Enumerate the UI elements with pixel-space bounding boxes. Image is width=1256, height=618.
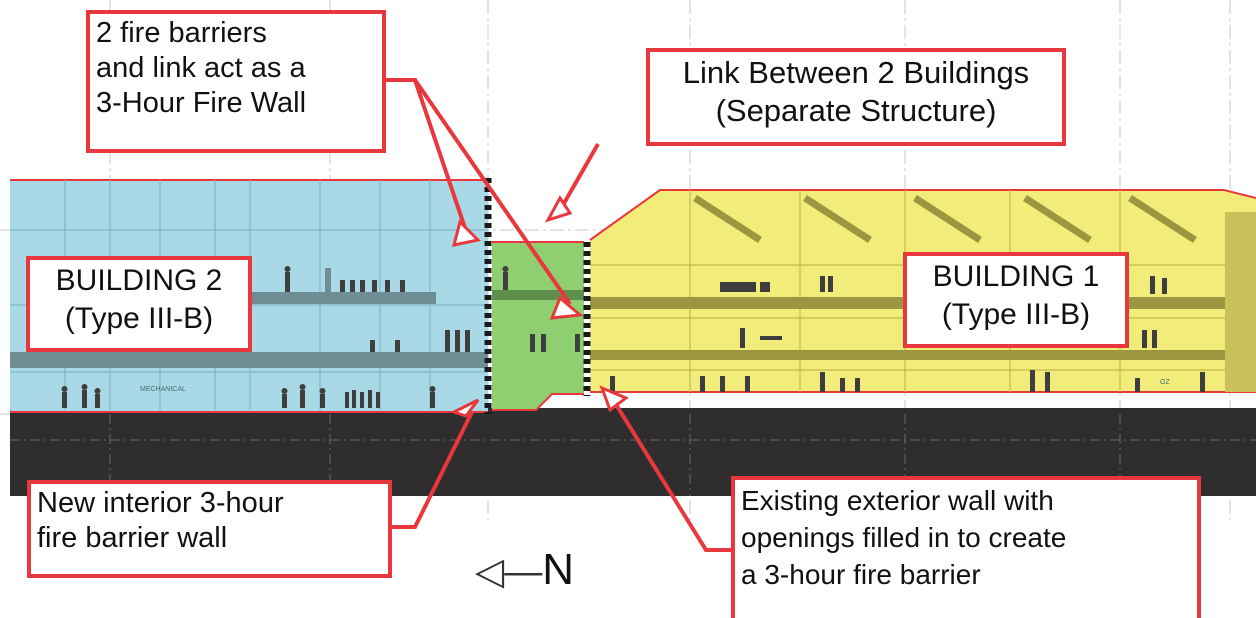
svg-text:OZ: OZ — [1160, 379, 1170, 386]
callout-interior-barrier: New interior 3-hour fire barrier wall — [27, 480, 392, 578]
building-name: BUILDING 1 — [932, 260, 1100, 293]
callout-line: and link act as a — [96, 52, 306, 84]
building-2-label: BUILDING 2 (Type III-B) — [26, 256, 252, 352]
callout-line: 3-Hour Fire Wall — [96, 87, 307, 119]
callout-line: (Separate Structure) — [715, 93, 997, 128]
callout-line: New interior 3-hour — [37, 487, 284, 519]
link-section — [492, 241, 584, 411]
arrowheads — [450, 195, 629, 418]
callout-exterior-barrier: Existing exterior wall with openings fil… — [731, 476, 1201, 618]
callout-line: openings filled in to create — [741, 522, 1067, 553]
callout-link: Link Between 2 Buildings (Separate Struc… — [646, 48, 1066, 146]
callout-fire-wall: 2 fire barriers and link act as a 3-Hour… — [86, 10, 386, 153]
north-letter: N — [542, 545, 575, 594]
callout-line: a 3-hour fire barrier — [741, 559, 981, 590]
callout-line: 2 fire barriers — [96, 17, 267, 49]
building-type: (Type III-B) — [64, 302, 214, 335]
callout-line: fire barrier wall — [37, 522, 228, 554]
north-indicator: ◁—N — [475, 548, 574, 594]
callout-line: Link Between 2 Buildings — [682, 55, 1030, 90]
svg-text:MECHANICAL: MECHANICAL — [140, 386, 186, 393]
building-1-label: BUILDING 1 (Type III-B) — [903, 252, 1129, 348]
building-type: (Type III-B) — [941, 298, 1091, 331]
building-name: BUILDING 2 — [55, 264, 223, 297]
people-silhouettes — [61, 266, 1205, 408]
callout-line: Existing exterior wall with — [741, 485, 1054, 516]
north-arrow-icon: ◁— — [475, 551, 543, 593]
leader-lines — [383, 78, 733, 552]
